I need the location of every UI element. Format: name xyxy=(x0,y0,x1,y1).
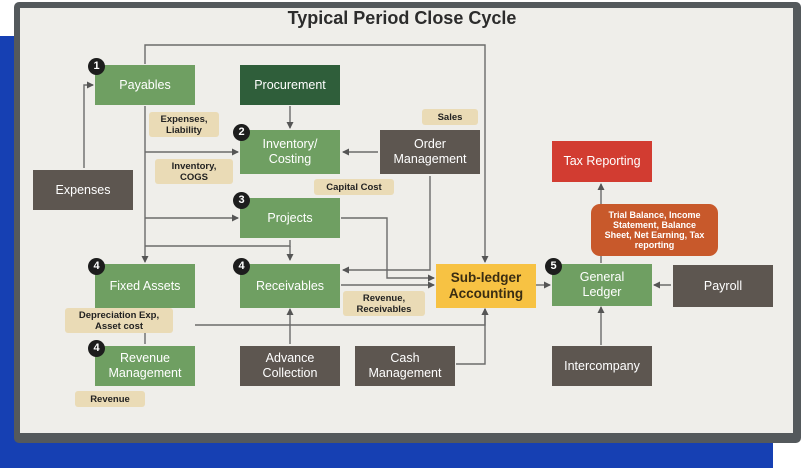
intercompany-box: Intercompany xyxy=(552,346,652,386)
tag-inventory-cogs: Inventory, COGS xyxy=(155,159,233,184)
edge-expenses-payables xyxy=(83,81,94,168)
step-badge-projects: 3 xyxy=(233,192,250,209)
general-ledger-box: General Ledger xyxy=(552,264,652,306)
edge-projects-subledger xyxy=(341,217,435,282)
receivables-box: Receivables xyxy=(240,264,340,308)
step-badge-fixed-assets: 4 xyxy=(88,258,105,275)
fixed-assets-box: Fixed Assets xyxy=(95,264,195,308)
tag-sales: Sales xyxy=(422,109,478,125)
inventory-costing-box: Inventory/ Costing xyxy=(240,130,340,174)
expenses-box: Expenses xyxy=(33,170,133,210)
step-badge-payables: 1 xyxy=(88,58,105,75)
page-title: Typical Period Close Cycle xyxy=(287,8,517,28)
edge-top-subledger xyxy=(144,44,489,263)
step-badge-receivables: 4 xyxy=(233,258,250,275)
tag-revenue-receivables: Revenue, Receivables xyxy=(343,291,425,316)
tag-revenue: Revenue xyxy=(75,391,145,407)
tag-depreciation: Depreciation Exp, Asset cost xyxy=(65,308,173,333)
payroll-box: Payroll xyxy=(673,265,773,307)
tag-expenses-liability: Expenses, Liability xyxy=(149,112,219,137)
order-management-box: Order Management xyxy=(380,130,480,174)
revenue-management-box: Revenue Management xyxy=(95,346,195,386)
advance-collection-box: Advance Collection xyxy=(240,346,340,386)
edge-cash-subledger xyxy=(456,308,489,365)
subledger-accounting-box: Sub-ledger Accounting xyxy=(436,264,536,308)
tax-reporting-box: Tax Reporting xyxy=(552,141,652,182)
projects-box: Projects xyxy=(240,198,340,238)
edge-projects-split xyxy=(145,240,291,247)
cash-management-box: Cash Management xyxy=(355,346,455,386)
procurement-box: Procurement xyxy=(240,65,340,105)
step-badge-inventory: 2 xyxy=(233,124,250,141)
step-badge-revenue-management: 4 xyxy=(88,340,105,357)
payables-box: Payables xyxy=(95,65,195,105)
edge-fixedassets-subledger xyxy=(195,308,489,326)
trial-balance-callout: Trial Balance, Income Statement, Balance… xyxy=(591,204,718,256)
step-badge-general-ledger: 5 xyxy=(545,258,562,275)
tag-capital-cost: Capital Cost xyxy=(314,179,394,195)
edge-order-receivables xyxy=(342,176,431,274)
